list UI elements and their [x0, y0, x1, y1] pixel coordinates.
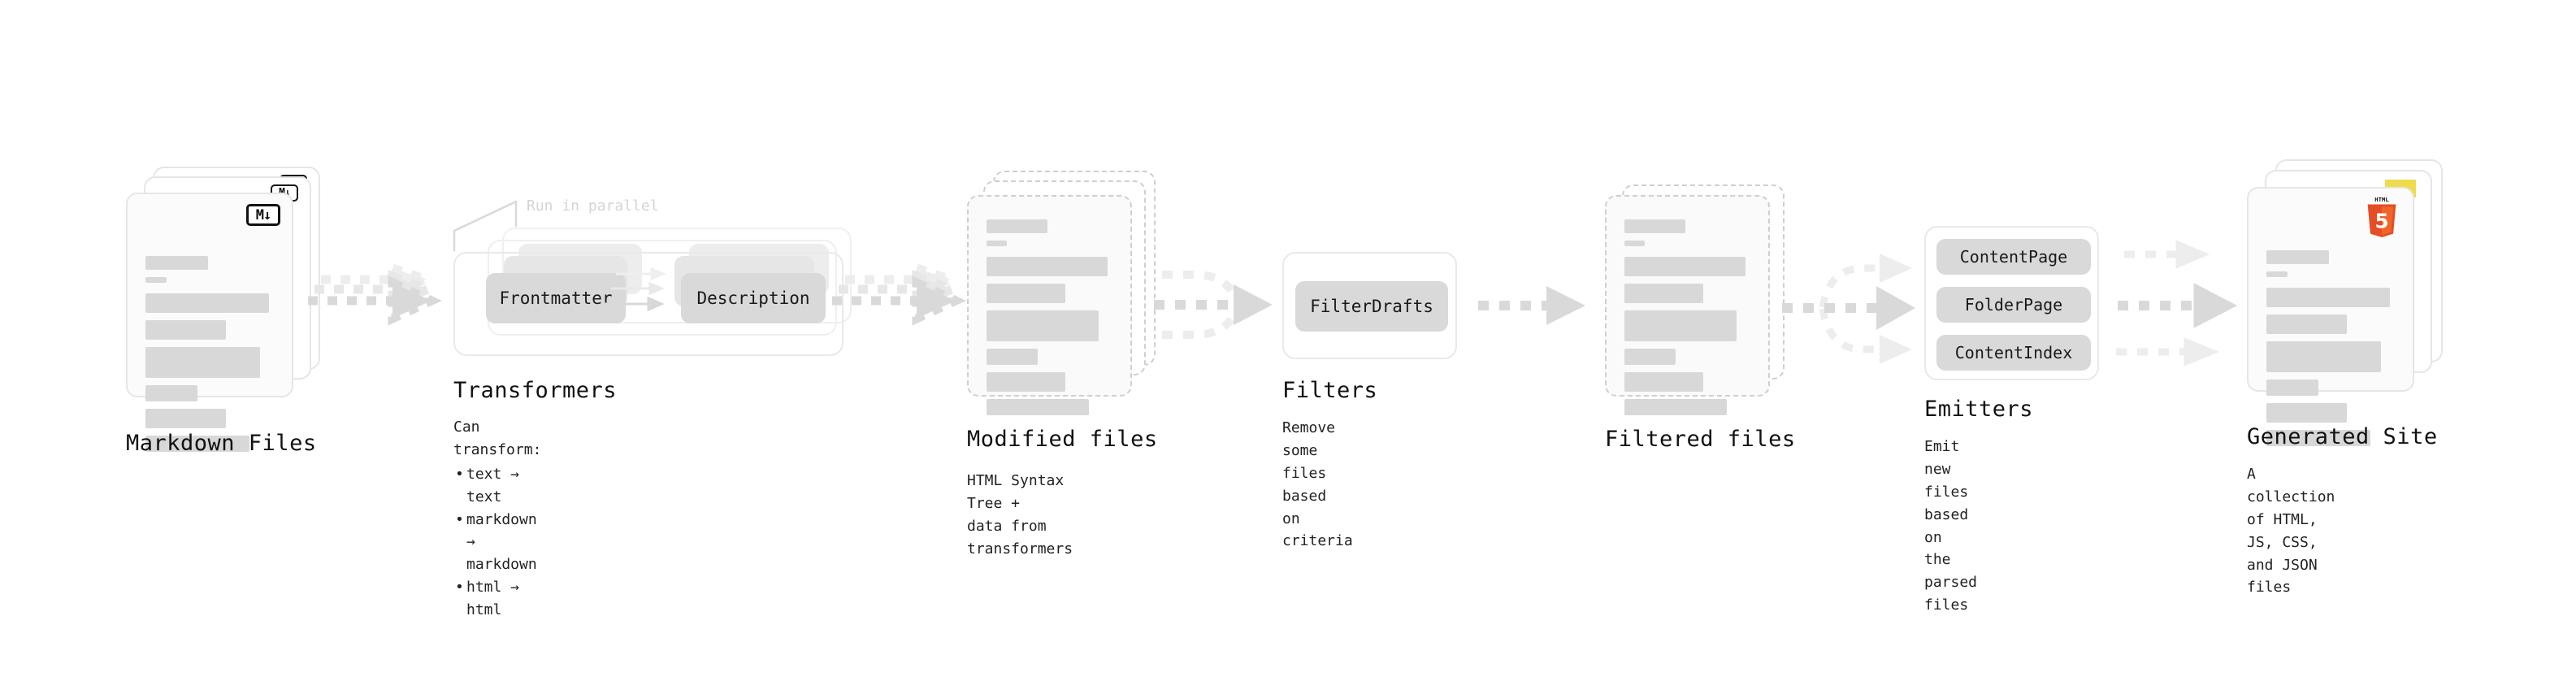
doc-line [1624, 399, 1727, 415]
site-card-front: HTML 5 [2247, 187, 2414, 446]
doc-line [1624, 349, 1676, 365]
pill-contentpage: ContentPage [1936, 239, 2091, 275]
stage-title-filtered-files: Filtered files [1605, 427, 1796, 452]
doc-line [145, 293, 269, 313]
stage-title-transformers: Transformers [453, 378, 618, 403]
markdown-icon: M↓ [246, 204, 280, 226]
connector-transformers-to-modified [832, 262, 967, 326]
doc-line [145, 347, 260, 378]
doc-line [2266, 271, 2288, 277]
doc-line [2266, 250, 2329, 264]
doc-line [2266, 403, 2348, 423]
doc-line [1624, 257, 1746, 276]
document-placeholder-lines [145, 256, 275, 459]
doc-line [2266, 288, 2390, 307]
bullets-lead: Can transform: [453, 419, 542, 458]
doc-line [987, 372, 1066, 392]
pill-filterdrafts: FilterDrafts [1295, 281, 1448, 332]
html5-icon-digit: 5 [2374, 209, 2388, 232]
html5-icon-label: HTML [2374, 196, 2389, 203]
doc-line [145, 256, 208, 270]
stage-subtitle-filters: Remove some files based on criteria [1282, 419, 1353, 550]
document-placeholder-lines [1624, 219, 1752, 423]
stage-subtitle-emitters: Emit new files based on the parsed files [1924, 438, 1978, 614]
stage-title-emitters: Emitters [1924, 397, 2034, 422]
doc-line [987, 349, 1038, 365]
doc-line [987, 219, 1048, 233]
doc-line [1624, 372, 1704, 392]
document-placeholder-lines [987, 219, 1114, 423]
doc-line [145, 277, 167, 283]
doc-line [1624, 284, 1704, 303]
connector-filtered-to-emitters [1782, 254, 1915, 364]
list-item: markdown → markdown [453, 509, 541, 577]
connector-emitters-to-site [2116, 240, 2238, 367]
pill-folderpage: FolderPage [1936, 287, 2091, 323]
stage-title-filters: Filters [1282, 378, 1378, 403]
frontmatter-to-description-arrows [605, 267, 666, 312]
doc-line [987, 284, 1066, 303]
transformers-box-front: Frontmatter Description [453, 252, 843, 356]
doc-line [2266, 314, 2348, 334]
html5-icon: HTML 5 [2367, 196, 2396, 237]
markdown-card-front: M↓ [126, 193, 293, 452]
pill-description: Description [681, 273, 826, 323]
doc-line [2266, 380, 2318, 396]
doc-line [1624, 241, 1646, 246]
doc-line [145, 320, 227, 340]
doc-line [987, 257, 1108, 276]
doc-line [145, 409, 227, 428]
doc-line [987, 310, 1099, 341]
filters-box: FilterDrafts [1282, 252, 1457, 359]
transformers-bullets: Can transform: text → text markdown → ma… [453, 416, 541, 622]
doc-line [987, 241, 1008, 246]
pill-contentindex: ContentIndex [1936, 335, 2091, 371]
modified-card-front [967, 195, 1132, 415]
connector-markdown-to-transformers [308, 262, 443, 326]
stage-subtitle-modified-files: HTML Syntax Tree + data from transformer… [967, 472, 1073, 557]
pill-frontmatter: Frontmatter [486, 273, 626, 323]
run-in-parallel-bracket [453, 200, 518, 252]
stage-title-generated-site: Generated Site [2247, 424, 2438, 449]
run-in-parallel-label: Run in parallel [527, 197, 659, 215]
list-item: text → text [453, 463, 541, 509]
stage-subtitle-generated-site: A collection of HTML, JS, CSS, and JSON … [2247, 466, 2335, 596]
doc-line [987, 399, 1089, 415]
doc-line [1624, 310, 1737, 341]
emitters-box: ContentPage FolderPage ContentIndex [1924, 226, 2099, 380]
connector-modified-to-filters [1154, 271, 1273, 339]
doc-line [2266, 341, 2381, 372]
list-item: html → html [453, 576, 541, 622]
document-placeholder-lines [2266, 250, 2396, 453]
doc-line [1624, 219, 1686, 233]
filtered-card-front [1605, 195, 1770, 415]
stage-title-modified-files: Modified files [967, 427, 1158, 452]
connector-filters-to-filtered [1478, 286, 1585, 325]
doc-line [2266, 430, 2370, 446]
doc-line [145, 436, 249, 452]
doc-line [145, 385, 197, 401]
stage-title-markdown-files: Markdown Files [126, 431, 317, 456]
